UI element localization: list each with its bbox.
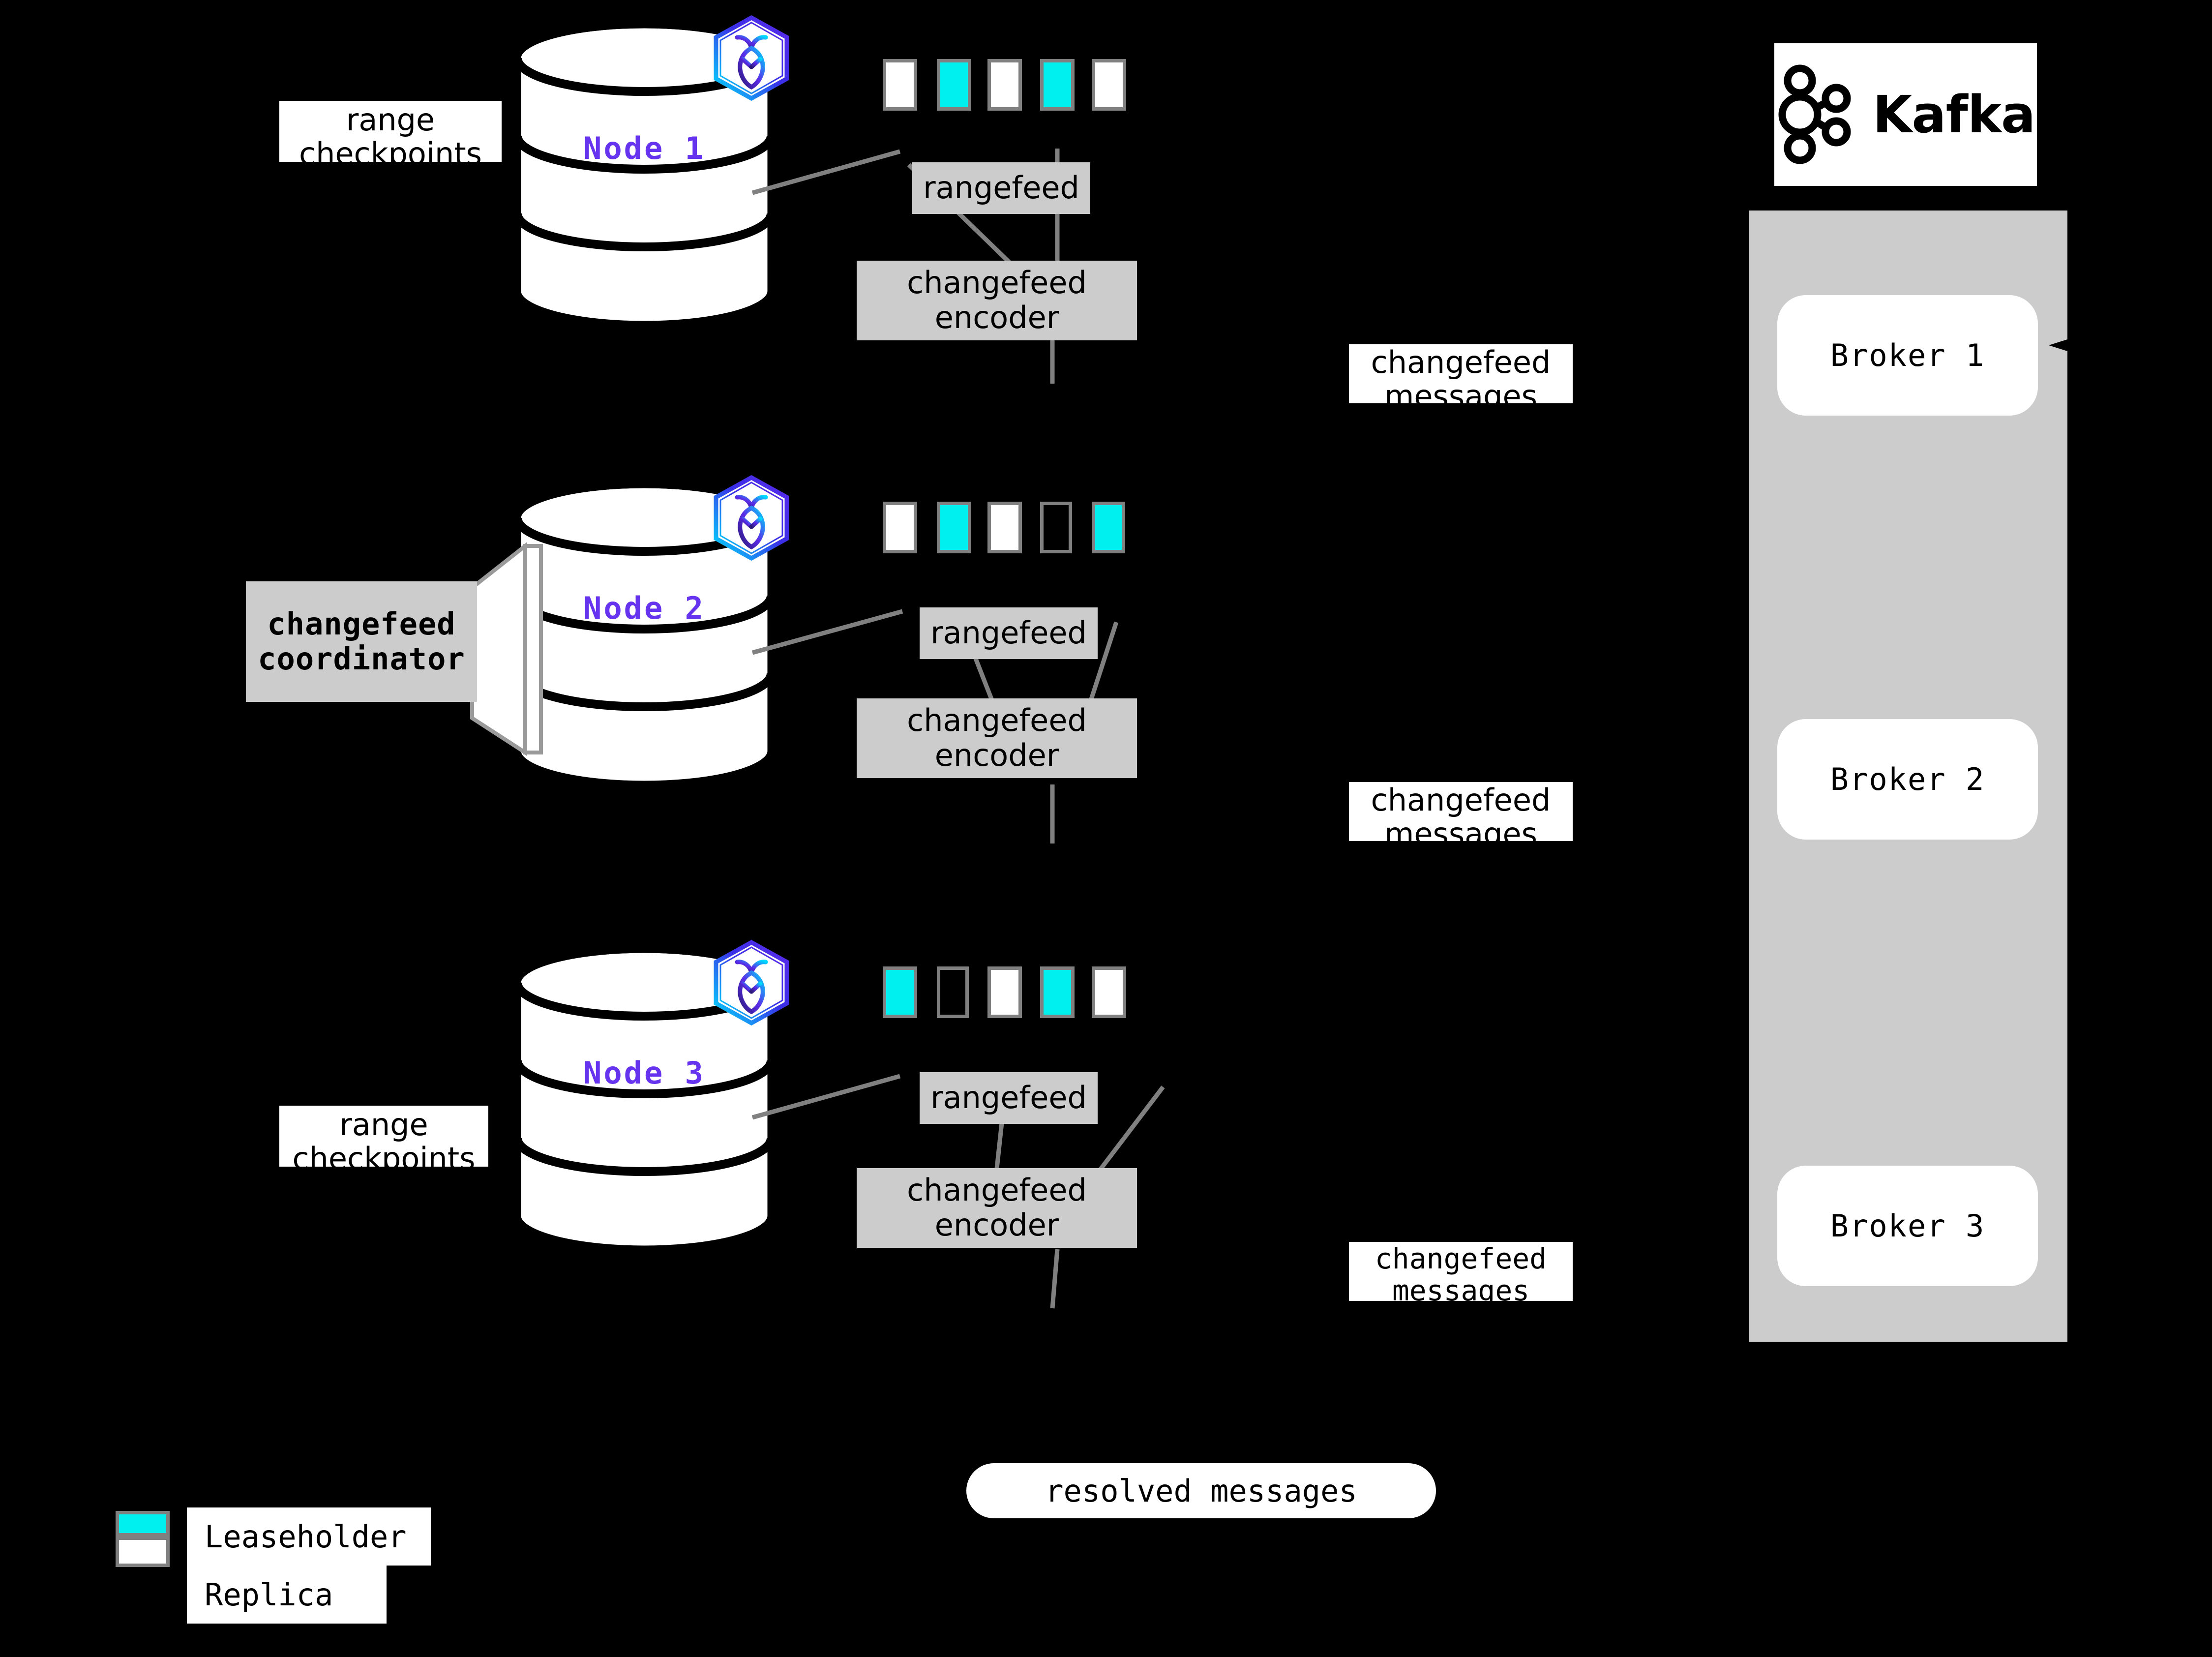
- node-1-label: Node 1: [583, 130, 705, 166]
- range-cell[interactable]: [883, 59, 917, 111]
- range-cell[interactable]: [1040, 59, 1075, 111]
- broker-2[interactable]: Broker 2: [1777, 719, 2038, 840]
- node-3-rangefeed-box[interactable]: rangefeed: [920, 1072, 1098, 1124]
- node-3-encoder-box[interactable]: changefeed encoder: [857, 1168, 1137, 1248]
- node-3-cylinder: [511, 944, 777, 1254]
- kafka-logo-icon: [1778, 64, 1851, 164]
- node-3-range-checkpoints-label: range checkpoints: [279, 1106, 488, 1176]
- legend-leaseholder-swatch: [116, 1511, 170, 1536]
- changefeed-messages-label-2: changefeed messages: [1349, 782, 1573, 851]
- cockroachdb-hexagon-icon: [710, 14, 793, 102]
- node-2-encoder-box[interactable]: changefeed encoder: [857, 698, 1137, 778]
- range-cell[interactable]: [937, 966, 969, 1018]
- legend-replica-swatch: [116, 1536, 170, 1567]
- kafka-logo-plate: Kafka: [1774, 43, 2037, 186]
- range-cell[interactable]: [987, 59, 1022, 111]
- node-1-range-checkpoints-label: range checkpoints: [279, 101, 502, 171]
- range-cell[interactable]: [883, 966, 917, 1018]
- resolved-messages-pill[interactable]: resolved messages: [966, 1463, 1436, 1518]
- range-cell[interactable]: [1092, 59, 1126, 111]
- range-cell[interactable]: [1040, 966, 1075, 1018]
- node-2-cylinder: [511, 480, 777, 789]
- range-cell[interactable]: [987, 966, 1022, 1018]
- changefeed-messages-label-3: changefeed messages: [1349, 1242, 1573, 1306]
- kafka-inbound-arrow-icon: [2049, 339, 2067, 351]
- legend-replica-label: Replica: [187, 1566, 387, 1624]
- coordinator-wedge: [470, 542, 543, 756]
- range-cell[interactable]: [1092, 966, 1126, 1018]
- node-2-rangefeed-box[interactable]: rangefeed: [920, 607, 1098, 659]
- node-2-label: Node 2: [583, 590, 705, 626]
- range-cell[interactable]: [937, 59, 971, 111]
- changefeed-messages-label-1: changefeed messages: [1349, 344, 1573, 414]
- range-cell[interactable]: [1092, 502, 1125, 553]
- range-cell[interactable]: [883, 502, 917, 553]
- range-cell[interactable]: [1040, 502, 1072, 553]
- cockroachdb-hexagon-icon: [710, 474, 793, 562]
- range-cell[interactable]: [937, 502, 971, 553]
- range-cell[interactable]: [987, 502, 1022, 553]
- node-1-rangefeed-box[interactable]: rangefeed: [912, 162, 1090, 214]
- node-3-label: Node 3: [583, 1055, 705, 1091]
- node-2-changefeed-coordinator-label[interactable]: changefeed coordinator: [246, 581, 477, 702]
- broker-1[interactable]: Broker 1: [1777, 295, 2038, 416]
- kafka-wordmark: Kafka: [1872, 85, 2035, 145]
- broker-3[interactable]: Broker 3: [1777, 1166, 2038, 1286]
- legend-leaseholder-label: Leaseholder: [187, 1507, 431, 1566]
- node-1-encoder-box[interactable]: changefeed encoder: [857, 261, 1137, 340]
- cockroachdb-hexagon-icon: [710, 938, 793, 1027]
